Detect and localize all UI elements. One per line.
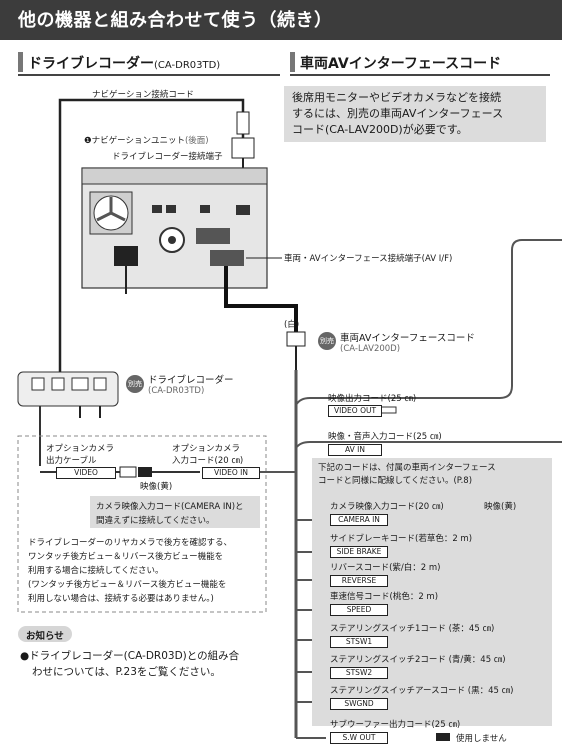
intro-text: 後席用モニターやビデオカメラなどを接続 するには、別売の車両AVインターフェース… [292,90,503,138]
cord-tag: SPEED [330,604,388,616]
cord-title: カメラ映像入力コード(20 ㎝) [330,502,444,512]
cord-title: ステアリングスイッチアースコード (黒：45 ㎝) [330,686,514,696]
nav-cord-label: ナビゲーション接続コード [92,90,194,100]
cord-title: リバースコード(紫/白：2 m) [330,563,441,573]
av-in-branch [295,441,562,449]
opt-in-label-2: 入力コード(20 ㎝) [172,456,244,466]
fan-blades [96,197,126,222]
cord-tag: STSW1 [330,636,388,648]
warning-line: 間違えずに接続してください。 [96,516,215,526]
notice-line: わせについては、P.23をご覧ください。 [32,666,221,678]
av-if-cable [224,266,298,332]
recorder-port [236,205,250,215]
optional-badge: 別売 [126,375,144,393]
cord-tag: SIDE BRAKE [330,546,388,558]
sw-out-plug [436,733,450,741]
intro-line: 後席用モニターやビデオカメラなどを接続 [292,91,501,104]
section-underline [18,74,280,76]
box-line: コードと同様に配線してください。(P.8) [318,476,473,486]
connection-note: ドライブレコーダーのリヤカメラで後方を確認する、 ワンタッチ後方ビュー＆リバース… [28,536,232,606]
page-title: 他の機器と組み合わせて使う（続き） [18,10,333,31]
section-marker [290,52,295,72]
warning-box [90,496,260,528]
av-in-tag: AV IN [328,444,382,456]
port [166,205,176,213]
cord-title: 車速信号コード(桃色：2 m) [330,592,439,602]
page-header-bar [0,0,562,40]
recorder-terminal-label: ドライブレコーダー接続端子 [112,152,223,162]
notice-title: お知らせ [26,631,64,642]
video-out-title: 映像出力コード(25 ㎝) [328,394,417,404]
video-out-branch [295,239,562,406]
opt-in-label-1: オプションカメラ [172,444,241,454]
video-label-tag: VIDEO [56,467,116,479]
recorder-model: (CA-DR03TD) [148,386,205,396]
cord-tag: CAMERA IN [330,514,388,526]
nav-unit-number: ❶ [84,136,92,146]
section-marker [18,52,23,72]
cord-title: ステアリングスイッチ2コード (青/黄：45 ㎝) [330,655,506,665]
opt-out-label-2: 出力ケーブル [46,456,97,466]
port [200,205,210,213]
cord-title: ステアリングスイッチ1コード (茶：45 ㎝) [330,624,495,634]
av-in-title: 映像・音声入力コード(25 ㎝) [328,432,442,442]
note-line: 利用する場合に接続してください。 [28,566,164,576]
port [152,205,162,213]
section-heading-av-cord: 車両AVインターフェースコード [300,56,502,72]
section-heading-recorder-text: ドライブレコーダー [28,56,154,72]
av-cord-model: (CA-LAV200D) [340,344,401,354]
section-heading-recorder: ドライブレコーダー(CA-DR03TD) [28,53,220,73]
power-connector [114,246,138,266]
notice-line: ●ドライブレコーダー(CA-DR03D)との組み合 [20,650,240,662]
cord-tag: SWGND [330,698,388,710]
note-line: ドライブレコーダーのリヤカメラで後方を確認する、 [28,538,233,548]
warning-line: カメラ映像入力コード(CAMERA IN)と [96,502,244,512]
notice-pill [18,626,72,642]
video-out-tag: VIDEO OUT [328,405,382,417]
note-line: ワンタッチ後方ビュー＆リバース後方ビュー機能を [28,552,224,562]
intro-line: コード(CA-LAV200D)が必要です。 [292,123,468,136]
attached-cords-box [312,458,552,726]
section-heading-recorder-model: (CA-DR03TD) [154,60,221,71]
notice-body: ●ドライブレコーダー(CA-DR03D)との組み合 わせについては、P.23をご… [20,648,239,680]
cord-tag: STSW2 [330,667,388,679]
sw-out-note: 使用しません [456,734,507,744]
av-cord-name: 車両AVインターフェースコード [340,333,475,344]
intro-line: するには、別売の車両AVインターフェース [292,107,504,120]
attached-cords-note: 下記のコードは、付属の車両インターフェース コードと同様に配線してください。(P… [318,462,496,488]
sw-out-title: サブウーファー出力コード(25 ㎝) [330,720,461,730]
nav-cord-plug [236,111,250,135]
warning-text: カメラ映像入力コード(CAMERA IN)と 間違えずに接続してください。 [96,500,244,528]
cord-tag: REVERSE [330,575,388,587]
nav-unit-label: ❶ナビゲーションユニット(後面) [84,134,209,146]
connector-block [196,228,230,244]
video-color-label: 映像(黄) [140,482,173,492]
nav-unit-sub: (後面) [184,136,209,146]
rca-plug-male [119,466,137,478]
rca-plug-female [138,467,152,477]
note-line: 利用しない場合は、接続する必要はありません。) [28,594,214,604]
av-cord-connector [286,331,306,347]
opt-out-label-1: オプションカメラ [46,444,115,454]
nav-unit-name: ナビゲーションユニット [91,136,185,146]
video-in-label-tag: VIDEO IN [202,467,260,479]
recorder-name: ドライブレコーダー [148,375,234,386]
intro-box [284,86,546,142]
sw-out-tag: S.W OUT [330,732,388,744]
cord-note: 映像(黄) [484,502,517,512]
cord-title: サイドブレーキコード(若草色：2 m) [330,534,473,544]
nav-unit-top [81,167,268,185]
white-label: (白) [284,320,300,330]
av-if-port [210,250,244,266]
section-underline [290,74,550,76]
av-if-terminal-label: 車両・AVインターフェース接続端子(AV I/F) [284,254,453,264]
nav-cord-connector [231,137,255,159]
note-line: (ワンタッチ後方ビュー＆リバース後方ビュー機能を [28,580,227,590]
optional-badge: 別売 [318,332,336,350]
box-line: 下記のコードは、付属の車両インターフェース [318,463,496,473]
optional-camera-box [17,435,267,613]
